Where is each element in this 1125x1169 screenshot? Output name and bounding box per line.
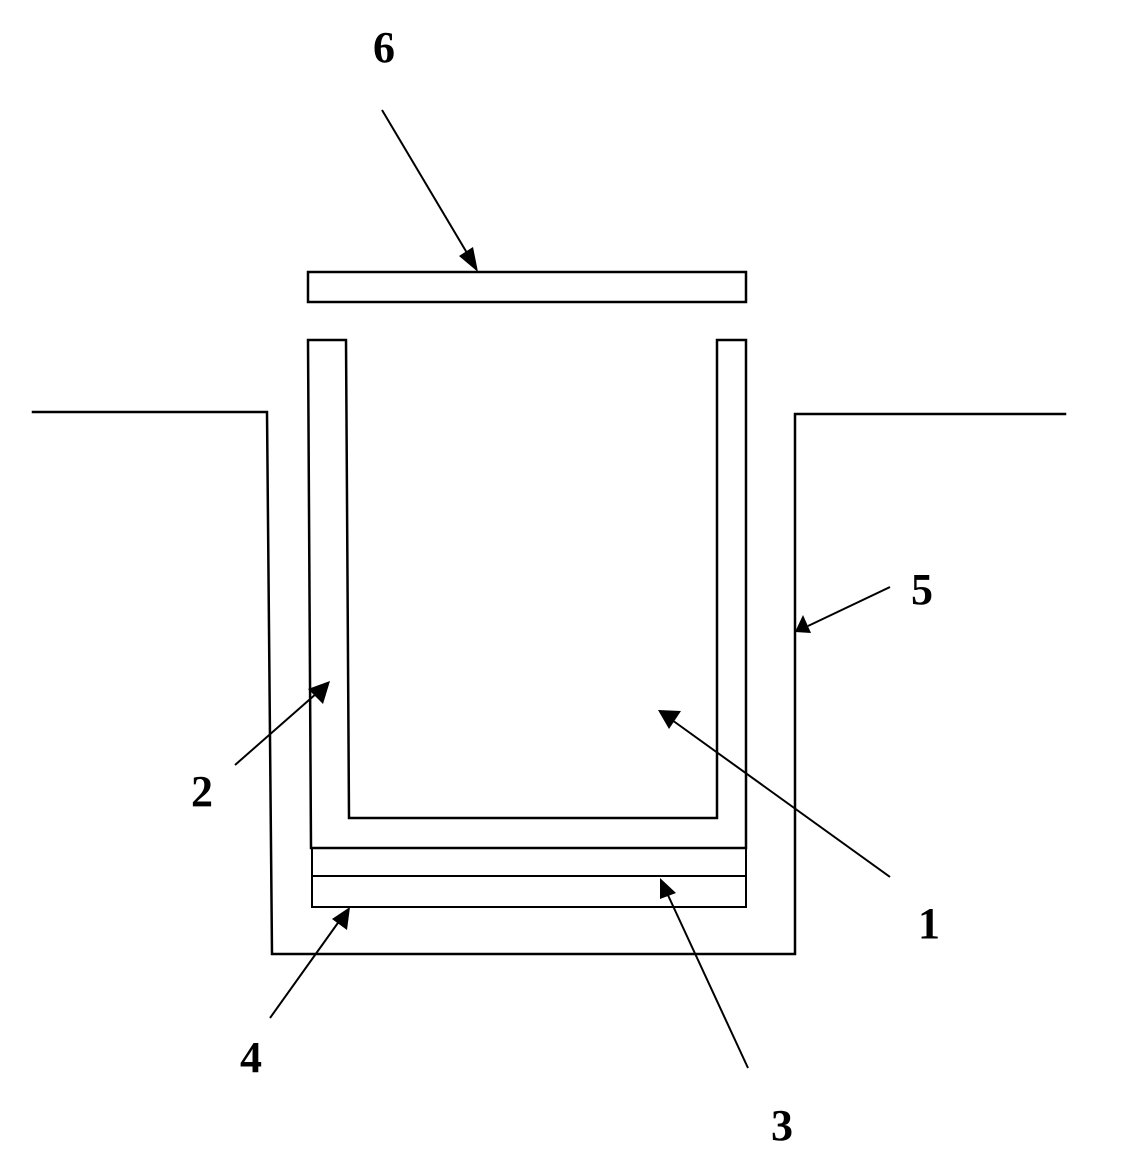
label-3: 3 [771,1101,793,1150]
leader-line-6 [381,109,471,259]
label-1: 1 [918,899,940,948]
leader-line-2 [234,692,318,766]
pit-outline [31,410,1067,956]
middle-layer [311,847,747,877]
arrowhead-6 [459,247,478,272]
arrowhead-3 [660,878,676,899]
label-5: 5 [911,565,933,614]
label-4: 4 [240,1033,262,1082]
container-wall [306,338,748,850]
arrowhead-5 [795,615,811,633]
lid-plate [306,270,748,304]
leader-line-4 [269,919,341,1019]
bottom-layer [311,875,747,908]
arrowhead-4 [332,907,350,930]
leader-line-1 [671,719,891,878]
leader-line-5 [807,586,891,627]
label-2: 2 [191,767,213,816]
leader-line-3 [666,892,749,1069]
arrowhead-2 [308,681,330,704]
arrowhead-1 [658,710,681,729]
label-6: 6 [373,23,395,72]
